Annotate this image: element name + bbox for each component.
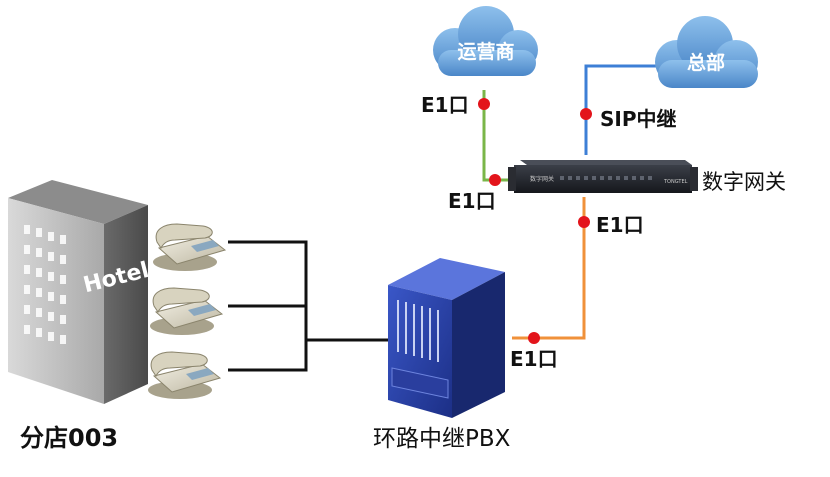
hotel-caption: 分店003 xyxy=(20,424,118,452)
gateway-caption: 数字网关 xyxy=(702,170,786,194)
phone-icon xyxy=(153,223,227,271)
gateway-badge-right: TONGTEL xyxy=(663,179,688,185)
carrier-port-label: E1口 xyxy=(421,93,469,117)
carrier-cloud: 运营商 xyxy=(433,6,538,76)
digital-gateway: 数字网关 TONGTEL xyxy=(508,160,698,193)
pbx-link xyxy=(512,197,586,340)
hq-trunk-dot xyxy=(580,108,592,120)
pbx-cabinet xyxy=(388,258,505,418)
phone-icon xyxy=(148,351,222,399)
gateway-out-port-dot xyxy=(578,216,590,228)
hq-cloud: 总部 xyxy=(655,16,758,88)
pbx-port-dot xyxy=(528,332,540,344)
pbx-caption: 环路中继PBX xyxy=(373,426,511,452)
hq-label: 总部 xyxy=(687,51,725,74)
hq-trunk-label: SIP中继 xyxy=(600,107,677,131)
carrier-label: 运营商 xyxy=(457,40,514,63)
carrier-port-dot xyxy=(478,98,490,110)
gateway-out-port-label: E1口 xyxy=(596,213,644,237)
carrier-link xyxy=(482,90,512,182)
pbx-port-label: E1口 xyxy=(510,347,558,371)
phone-wiring xyxy=(228,240,388,372)
gateway-in-port-label: E1口 xyxy=(448,189,496,213)
gateway-badge-left: 数字网关 xyxy=(530,175,554,183)
phone-icon xyxy=(150,287,224,335)
gateway-in-port-dot xyxy=(489,174,501,186)
hotel-building: Hotel xyxy=(8,180,151,404)
hq-link xyxy=(584,64,660,155)
